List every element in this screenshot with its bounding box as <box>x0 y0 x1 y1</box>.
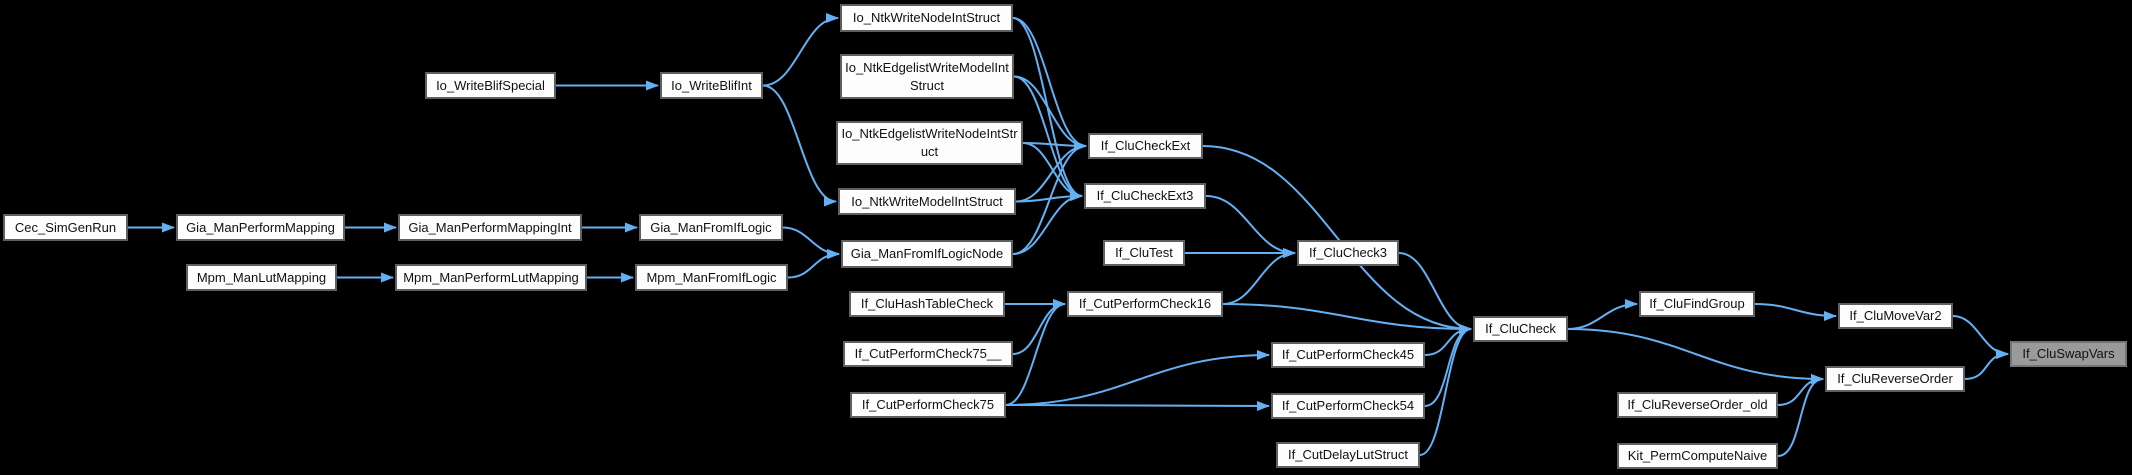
node-if-clucheck3[interactable]: If_CluCheck3 <box>1297 240 1399 266</box>
node-io-ntkedgelistwritemodelintstruct[interactable]: Io_NtkEdgelistWriteModelIntStruct <box>840 54 1014 99</box>
node-io-ntkwritemodelintstruct[interactable]: Io_NtkWriteModelIntStruct <box>838 188 1016 215</box>
node-if-cutperformcheck54[interactable]: If_CutPerformCheck54 <box>1271 393 1425 419</box>
node-io-writeblifspecial[interactable]: Io_WriteBlifSpecial <box>425 72 556 99</box>
node-gia-manfromiflogic[interactable]: Gia_ManFromIfLogic <box>639 214 783 241</box>
node-if-clureverseorder-old[interactable]: If_CluReverseOrder_old <box>1617 392 1778 418</box>
node-if-clumovevar2[interactable]: If_CluMoveVar2 <box>1838 303 1953 329</box>
node-kit-permcomputenaive[interactable]: Kit_PermComputeNaive <box>1617 443 1778 469</box>
node-gia-manperformmapping[interactable]: Gia_ManPerformMapping <box>176 214 345 241</box>
node-if-clucheckext[interactable]: If_CluCheckExt <box>1088 133 1203 159</box>
node-if-cluhashtablecheck[interactable]: If_CluHashTableCheck <box>849 291 1005 317</box>
node-mpm-manperformlutmapping[interactable]: Mpm_ManPerformLutMapping <box>395 264 587 291</box>
node-if-cutdelaylutstruct[interactable]: If_CutDelayLutStruct <box>1276 442 1420 468</box>
node-io-writeblifint[interactable]: Io_WriteBlifInt <box>660 72 763 99</box>
node-gia-manfromiflogicnode[interactable]: Gia_ManFromIfLogicNode <box>841 240 1013 268</box>
node-gia-manperformmappingint[interactable]: Gia_ManPerformMappingInt <box>398 214 582 241</box>
node-mpm-manlutmapping[interactable]: Mpm_ManLutMapping <box>186 264 337 291</box>
node-io-ntkedgelistwritenodeintstruct[interactable]: Io_NtkEdgelistWriteNodeIntStruct <box>836 121 1023 165</box>
node-if-clucheck[interactable]: If_CluCheck <box>1473 316 1568 342</box>
node-if-clutest[interactable]: If_CluTest <box>1103 240 1185 266</box>
node-if-clureverseorder[interactable]: If_CluReverseOrder <box>1825 366 1965 392</box>
node-if-cutperformcheck45[interactable]: If_CutPerformCheck45 <box>1271 342 1425 368</box>
node-if-clucheckext3[interactable]: If_CluCheckExt3 <box>1084 183 1206 209</box>
node-mpm-manfromiflogic[interactable]: Mpm_ManFromIfLogic <box>635 264 788 291</box>
node-if-clufindgroup[interactable]: If_CluFindGroup <box>1639 291 1755 317</box>
node-io-ntkwritenodeintstruct[interactable]: Io_NtkWriteNodeIntStruct <box>840 4 1013 32</box>
node-if-cutperformcheck75[interactable]: If_CutPerformCheck75 <box>850 392 1006 418</box>
node-cec-simgenrun[interactable]: Cec_SimGenRun <box>3 214 128 241</box>
node-if-cutperformcheck75--[interactable]: If_CutPerformCheck75__ <box>843 341 1013 367</box>
node-if-cluswapvars-highlighted[interactable]: If_CluSwapVars <box>2010 341 2127 367</box>
node-if-cutperformcheck16[interactable]: If_CutPerformCheck16 <box>1067 291 1223 317</box>
